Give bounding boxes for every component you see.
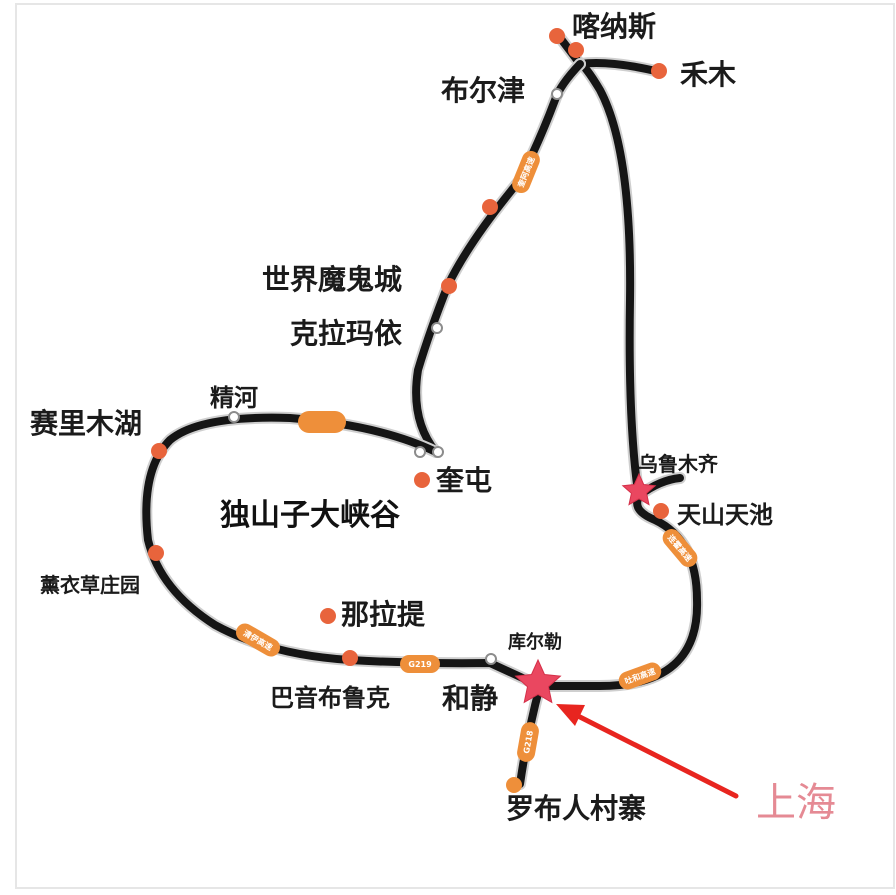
korla-label: 库尔勒 bbox=[508, 631, 562, 653]
g218-end-marker bbox=[506, 777, 522, 793]
origin-label: 上海 bbox=[756, 780, 836, 826]
red-arrow-head-icon bbox=[556, 704, 585, 726]
urumqi-label: 乌鲁木齐 bbox=[638, 452, 719, 476]
tianshan-tianchi-label: 天山天池 bbox=[677, 501, 773, 529]
bayanbulak-label: 巴音布鲁克 bbox=[270, 684, 390, 712]
kuitun-junction-dot-a bbox=[414, 446, 426, 458]
route-waypoint-dot bbox=[482, 199, 498, 215]
world-ghost-city-label: 世界魔鬼城 bbox=[262, 263, 402, 296]
sayram-lake-label: 赛里木湖 bbox=[30, 407, 142, 440]
badge-qingyi-expressway: 清伊高速 bbox=[236, 623, 280, 657]
road-korla-urumqi bbox=[536, 474, 702, 690]
lavender-farm-label: 薰衣草庄园 bbox=[40, 573, 140, 597]
map-frame bbox=[15, 3, 895, 889]
badge-g219-label: G219 bbox=[408, 660, 432, 669]
kuitun-dot bbox=[414, 472, 430, 488]
badge-g219: G219 bbox=[400, 655, 440, 673]
kanas-label: 喀纳斯 bbox=[572, 10, 656, 43]
hemu-label: 禾木 bbox=[680, 58, 736, 91]
badge-g218-label: G218 bbox=[522, 729, 535, 754]
road-loop-west bbox=[142, 413, 544, 690]
jinghe-expressway-marker bbox=[298, 411, 346, 433]
nalati-label: 那拉提 bbox=[341, 598, 426, 631]
road-urumqi-hemu bbox=[576, 59, 664, 496]
nalati-dot bbox=[320, 608, 336, 624]
jinghe-label: 精河 bbox=[210, 384, 258, 412]
badge-g218: G218 bbox=[517, 722, 539, 762]
hemu-dot bbox=[651, 63, 667, 79]
jinghe-dot bbox=[228, 411, 240, 423]
burqin-label: 布尔津 bbox=[441, 74, 525, 107]
world-ghost-city-dot bbox=[441, 278, 457, 294]
badge-tuhe-expressway: 吐和高速 bbox=[618, 662, 662, 690]
kuitun-junction-dot-b bbox=[432, 446, 444, 458]
badge-kuia-expressway: 奎阿高速 bbox=[512, 150, 540, 194]
kanas-junction-dot bbox=[568, 42, 584, 58]
karamay-label: 克拉玛依 bbox=[290, 317, 403, 350]
sayram-lake-dot bbox=[151, 443, 167, 459]
road-burqin-kuitun bbox=[412, 60, 584, 456]
burqin-dot bbox=[551, 88, 563, 100]
kanas-dot bbox=[549, 28, 565, 44]
hejing-label: 和静 bbox=[442, 682, 498, 715]
urumqi-star-icon bbox=[621, 472, 657, 506]
kuitun-label: 奎屯 bbox=[435, 464, 492, 497]
lavender-farm-dot bbox=[148, 545, 164, 561]
karamay-dot bbox=[431, 322, 443, 334]
bayanbulak-dot bbox=[342, 650, 358, 666]
tianshan-tianchi-dot bbox=[653, 503, 669, 519]
dushanzi-canyon-label: 独山子大峡谷 bbox=[220, 498, 400, 533]
loulan-village-label: 罗布人村寨 bbox=[506, 792, 646, 825]
korla-star-icon bbox=[514, 658, 562, 704]
red-arrow-icon bbox=[575, 713, 739, 799]
korla-road-dot bbox=[485, 653, 497, 665]
